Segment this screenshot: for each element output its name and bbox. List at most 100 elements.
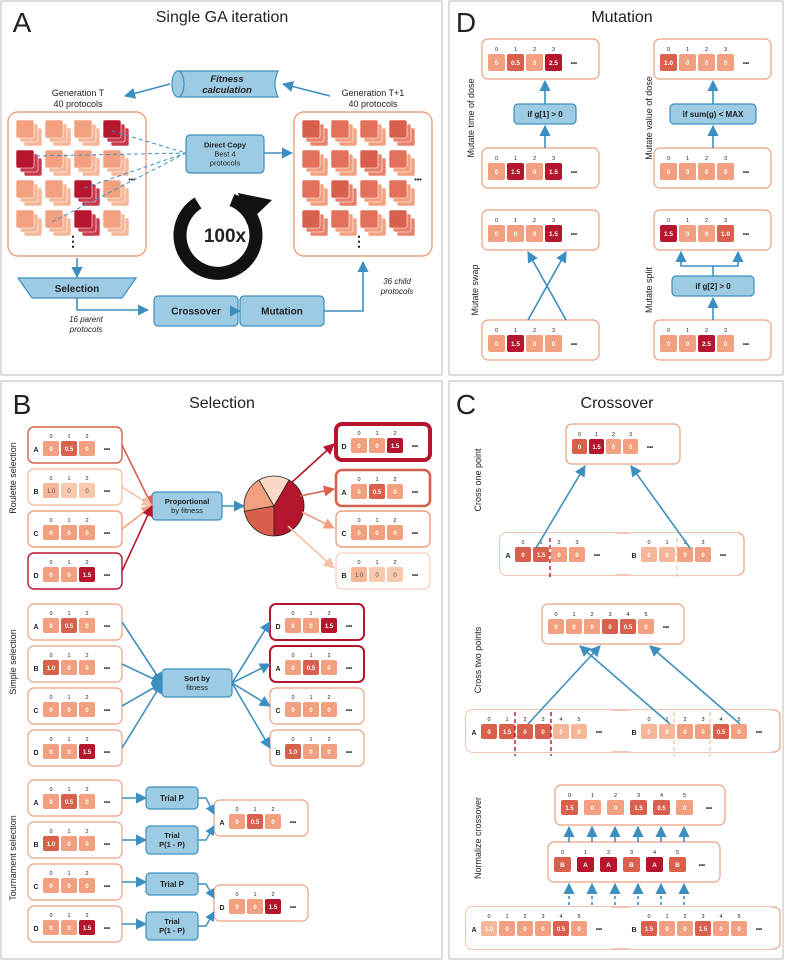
protocol-square [44, 179, 64, 199]
gene-index: 3 [552, 156, 555, 162]
ellipsis: ••• [104, 842, 110, 848]
gene-value: 0 [665, 730, 669, 736]
gene-value: 0 [271, 820, 275, 826]
gene-cell [695, 921, 711, 936]
gene-index: 1 [309, 737, 312, 743]
gene-index: 0 [495, 218, 498, 224]
gene-cell [61, 702, 77, 717]
gene-value: 0 [67, 666, 71, 672]
gene-index: 3 [541, 717, 544, 723]
gene-index: 0 [578, 432, 581, 438]
gene-value: 1.0 [47, 489, 56, 495]
protocol-square [15, 149, 35, 169]
gene-value: 0 [577, 730, 581, 736]
gene-value: 0 [375, 444, 379, 450]
process-label: if sum(g) < MAX [683, 110, 744, 119]
population-box: •••⋮ [293, 111, 433, 257]
gene-cell [545, 335, 562, 352]
gene-value: 0 [577, 927, 581, 933]
flow-arrow [231, 682, 271, 707]
protocol-id: A [275, 666, 280, 673]
gene-value: 0 [393, 531, 397, 537]
gene-index: 3 [724, 218, 727, 224]
gene-index: 1 [67, 434, 70, 440]
protocol-id: B [33, 666, 38, 673]
gene-cell [571, 921, 587, 936]
gene-index: 1 [375, 518, 378, 524]
gene-cell [79, 618, 95, 633]
gene-value: 0 [49, 708, 53, 714]
gene-index: 0 [667, 156, 670, 162]
flow-arrow [121, 621, 163, 684]
gene-value: 0 [647, 553, 651, 559]
gene-index: 2 [85, 476, 88, 482]
gene-index: 1 [514, 328, 517, 334]
gene-value: 0 [495, 169, 499, 176]
copy-link [111, 130, 187, 154]
gene-index: 0 [49, 518, 52, 524]
gene-index: 0 [487, 914, 490, 920]
gene-index: 0 [49, 829, 52, 835]
gene-cell [488, 163, 505, 180]
gene-value: 0 [683, 927, 687, 933]
flow-arrow [123, 83, 171, 99]
gene-index: 0 [235, 892, 238, 898]
mutation-box: Mutation [239, 295, 325, 327]
flow-arrow [198, 825, 215, 841]
ellipsis: ••• [104, 624, 110, 630]
gene-index: 4 [719, 914, 722, 920]
gene-cell [526, 335, 543, 352]
gene-index: 0 [291, 653, 294, 659]
pie-slice [243, 505, 275, 537]
gene-cell [698, 54, 715, 71]
ellipsis: ••• [346, 666, 352, 672]
ellipsis: ••• [412, 444, 418, 450]
gene-value: 0 [67, 531, 71, 537]
gene-cell [43, 525, 59, 540]
crossover-type-label: Cross two points [473, 626, 483, 693]
protocol-square [330, 149, 350, 169]
protocol-id: D [219, 905, 224, 912]
gene-value: 0 [85, 708, 89, 714]
flow-arrow [76, 298, 150, 316]
protocol-square [73, 149, 93, 169]
gene-cell [481, 724, 497, 739]
gene-cell [303, 744, 319, 759]
gene-cell [679, 163, 696, 180]
gene-value: 1.5 [391, 444, 400, 450]
gene-index: 1 [67, 787, 70, 793]
gene-index: 1 [253, 892, 256, 898]
protocol-square [15, 119, 35, 139]
protocol-id: D [33, 926, 38, 933]
gene-cell [481, 921, 497, 936]
panel-letter: A [13, 7, 32, 38]
gene-index: 2 [85, 611, 88, 617]
gene-cell [351, 567, 367, 582]
gene-index: 2 [85, 560, 88, 566]
selection-type-label: Roulette selection [8, 442, 18, 514]
protocol-square [44, 209, 64, 229]
gene-index: 0 [647, 540, 650, 546]
selection-box: Selection [16, 277, 138, 299]
gene-cell [265, 899, 281, 914]
gene-value: 0 [552, 341, 556, 348]
ellipsis: ••• [571, 61, 577, 67]
gene-cell [79, 794, 95, 809]
ellipsis: ••• [104, 800, 110, 806]
process-label: Crossover [171, 307, 221, 318]
flow-arrow [649, 645, 741, 725]
protocol-square [359, 119, 379, 139]
process-label: Trial [164, 917, 179, 926]
gene-cell [303, 660, 319, 675]
gene-cell [569, 547, 585, 562]
gene-index: 2 [590, 612, 593, 618]
protocol-square [102, 179, 122, 199]
gene-cell [61, 525, 77, 540]
panel-letter: B [13, 389, 32, 420]
gene-index: 2 [271, 892, 274, 898]
gene-index: 0 [647, 717, 650, 723]
